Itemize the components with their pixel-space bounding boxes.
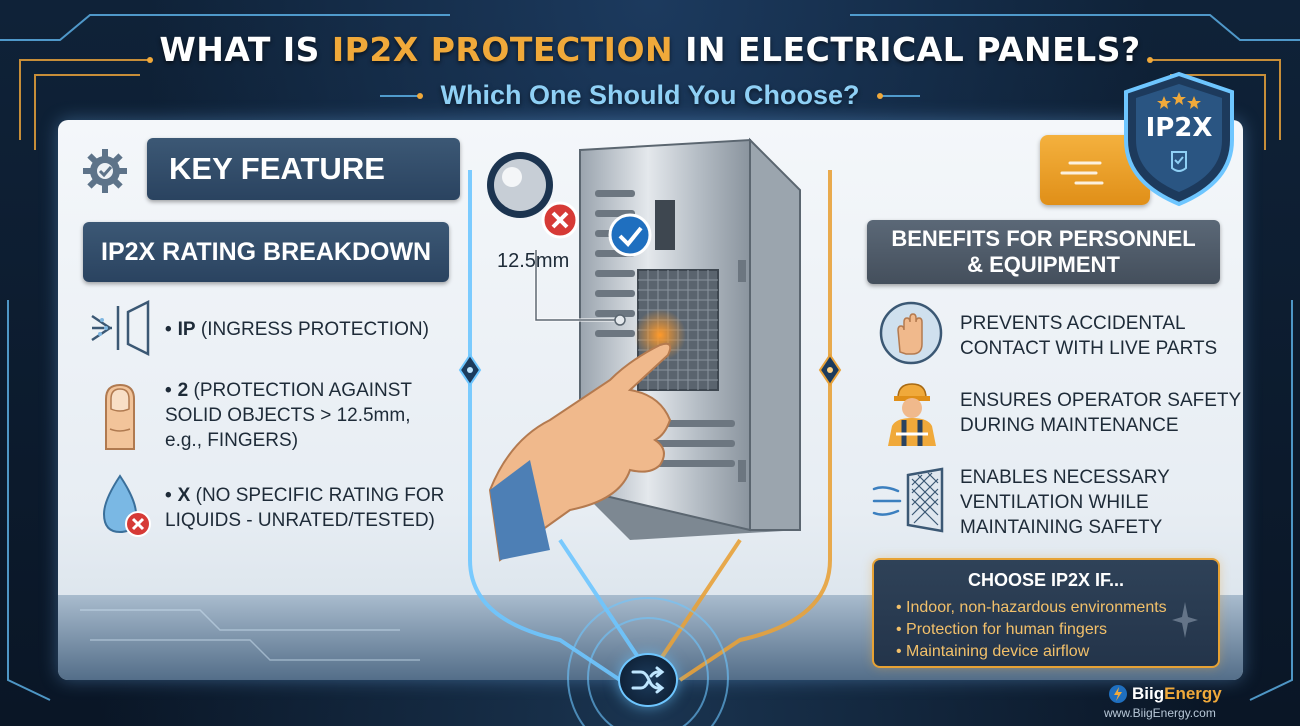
finger-icon (105, 383, 135, 450)
rating-item-2-line3: e.g., FINGERS) (165, 430, 299, 451)
rating-item-2-line2: SOLID OBJECTS > 12.5mm, (165, 405, 411, 426)
benefit-safety-line1: ENSURES OPERATOR SAFETY (960, 390, 1242, 411)
benefit-safety-line2: DURING MAINTENANCE (960, 415, 1179, 436)
benefit-vent-line2: VENTILATION WHILE (960, 492, 1149, 513)
hand-stop-icon (879, 301, 943, 365)
ingress-arrows-icon (91, 299, 150, 357)
key-feature-header: KEY FEATURE (147, 138, 460, 200)
sparkle-icon (1172, 602, 1198, 638)
ip2x-shield-badge: IP2X (1124, 71, 1234, 207)
brand-name-prefix: Biig (1132, 684, 1165, 703)
brand-name-suffix: Energy (1164, 684, 1222, 703)
benefit-item-contact: PREVENTS ACCIDENTAL CONTACT WITH LIVE PA… (960, 311, 1217, 361)
choose-list: Indoor, non-hazardous environments Prote… (896, 597, 1167, 663)
page-subtitle: Which One Should You Choose? (440, 80, 860, 110)
page-title: WHAT IS IP2X PROTECTION IN ELECTRICAL PA… (0, 30, 1300, 69)
choose-ip2x-box: CHOOSE IP2X IF... Indoor, non-hazardous … (872, 558, 1220, 668)
choose-item-fingers: Protection for human fingers (896, 619, 1167, 641)
choose-item-airflow: Maintaining device airflow (896, 641, 1167, 663)
water-drop-icon (102, 474, 151, 537)
rating-item-x-line2: LIQUIDS - UNRATED/TESTED) (165, 510, 435, 531)
worker-icon (888, 383, 936, 446)
shuffle-icon (631, 666, 665, 694)
title-suffix: IN ELECTRICAL PANELS? (673, 30, 1141, 69)
choose-title: CHOOSE IP2X IF... (967, 570, 1125, 590)
measure-label: 12.5mm (497, 250, 570, 272)
rating-item-2-text: (PROTECTION AGAINST (188, 380, 413, 401)
benefit-vent-line1: ENABLES NECESSARY (960, 467, 1170, 488)
brand-name: BiigEnergy (1132, 684, 1222, 704)
rating-item-ip-text: (INGRESS PROTECTION) (195, 319, 429, 340)
benefit-item-safety: ENSURES OPERATOR SAFETY DURING MAINTENAN… (960, 388, 1241, 438)
rating-item-2: •2 (PROTECTION AGAINST SOLID OBJECTS > 1… (165, 380, 413, 451)
lightning-bolt-icon (1109, 685, 1127, 703)
benefit-contact-line2: CONTACT WITH LIVE PARTS (960, 338, 1218, 359)
benefit-vent-line3: MAINTAINING SAFETY (960, 517, 1163, 538)
gear-icon (83, 149, 127, 193)
rating-item-x-text: (NO SPECIFIC RATING FOR (190, 485, 445, 506)
choose-item-environment: Indoor, non-hazardous environments (896, 597, 1167, 619)
brand-url[interactable]: www.BiigEnergy.com (1104, 706, 1216, 720)
title-prefix: WHAT IS (159, 30, 332, 69)
rating-item-ip: •IP (INGRESS PROTECTION) (165, 319, 429, 340)
benefits-header-line1: BENEFITS FOR PERSONNEL (891, 226, 1196, 251)
benefit-contact-line1: PREVENTS ACCIDENTAL (960, 313, 1186, 334)
benefit-item-ventilation: ENABLES NECESSARY VENTILATION WHILE MAIN… (960, 465, 1170, 540)
speed-lines-icon (1060, 161, 1104, 185)
electrical-panel-illustration (487, 137, 801, 562)
shuffle-button[interactable] (618, 653, 678, 707)
benefits-header-line2: & EQUIPMENT (967, 252, 1120, 277)
rating-breakdown-header: IP2X RATING BREAKDOWN (83, 222, 449, 282)
rating-item-ip-code: IP (177, 319, 196, 340)
benefits-header: BENEFITS FOR PERSONNEL & EQUIPMENT (867, 220, 1220, 284)
ventilation-grille-icon (872, 467, 944, 533)
rating-item-2-code: 2 (177, 380, 189, 401)
rating-item-x: •X (NO SPECIFIC RATING FOR LIQUIDS - UNR… (165, 485, 445, 531)
rating-item-x-code: X (177, 485, 191, 506)
badge-label: IP2X (1146, 113, 1213, 143)
brand-logo: BiigEnergy (1108, 684, 1222, 704)
title-highlight: IP2X PROTECTION (331, 30, 674, 69)
